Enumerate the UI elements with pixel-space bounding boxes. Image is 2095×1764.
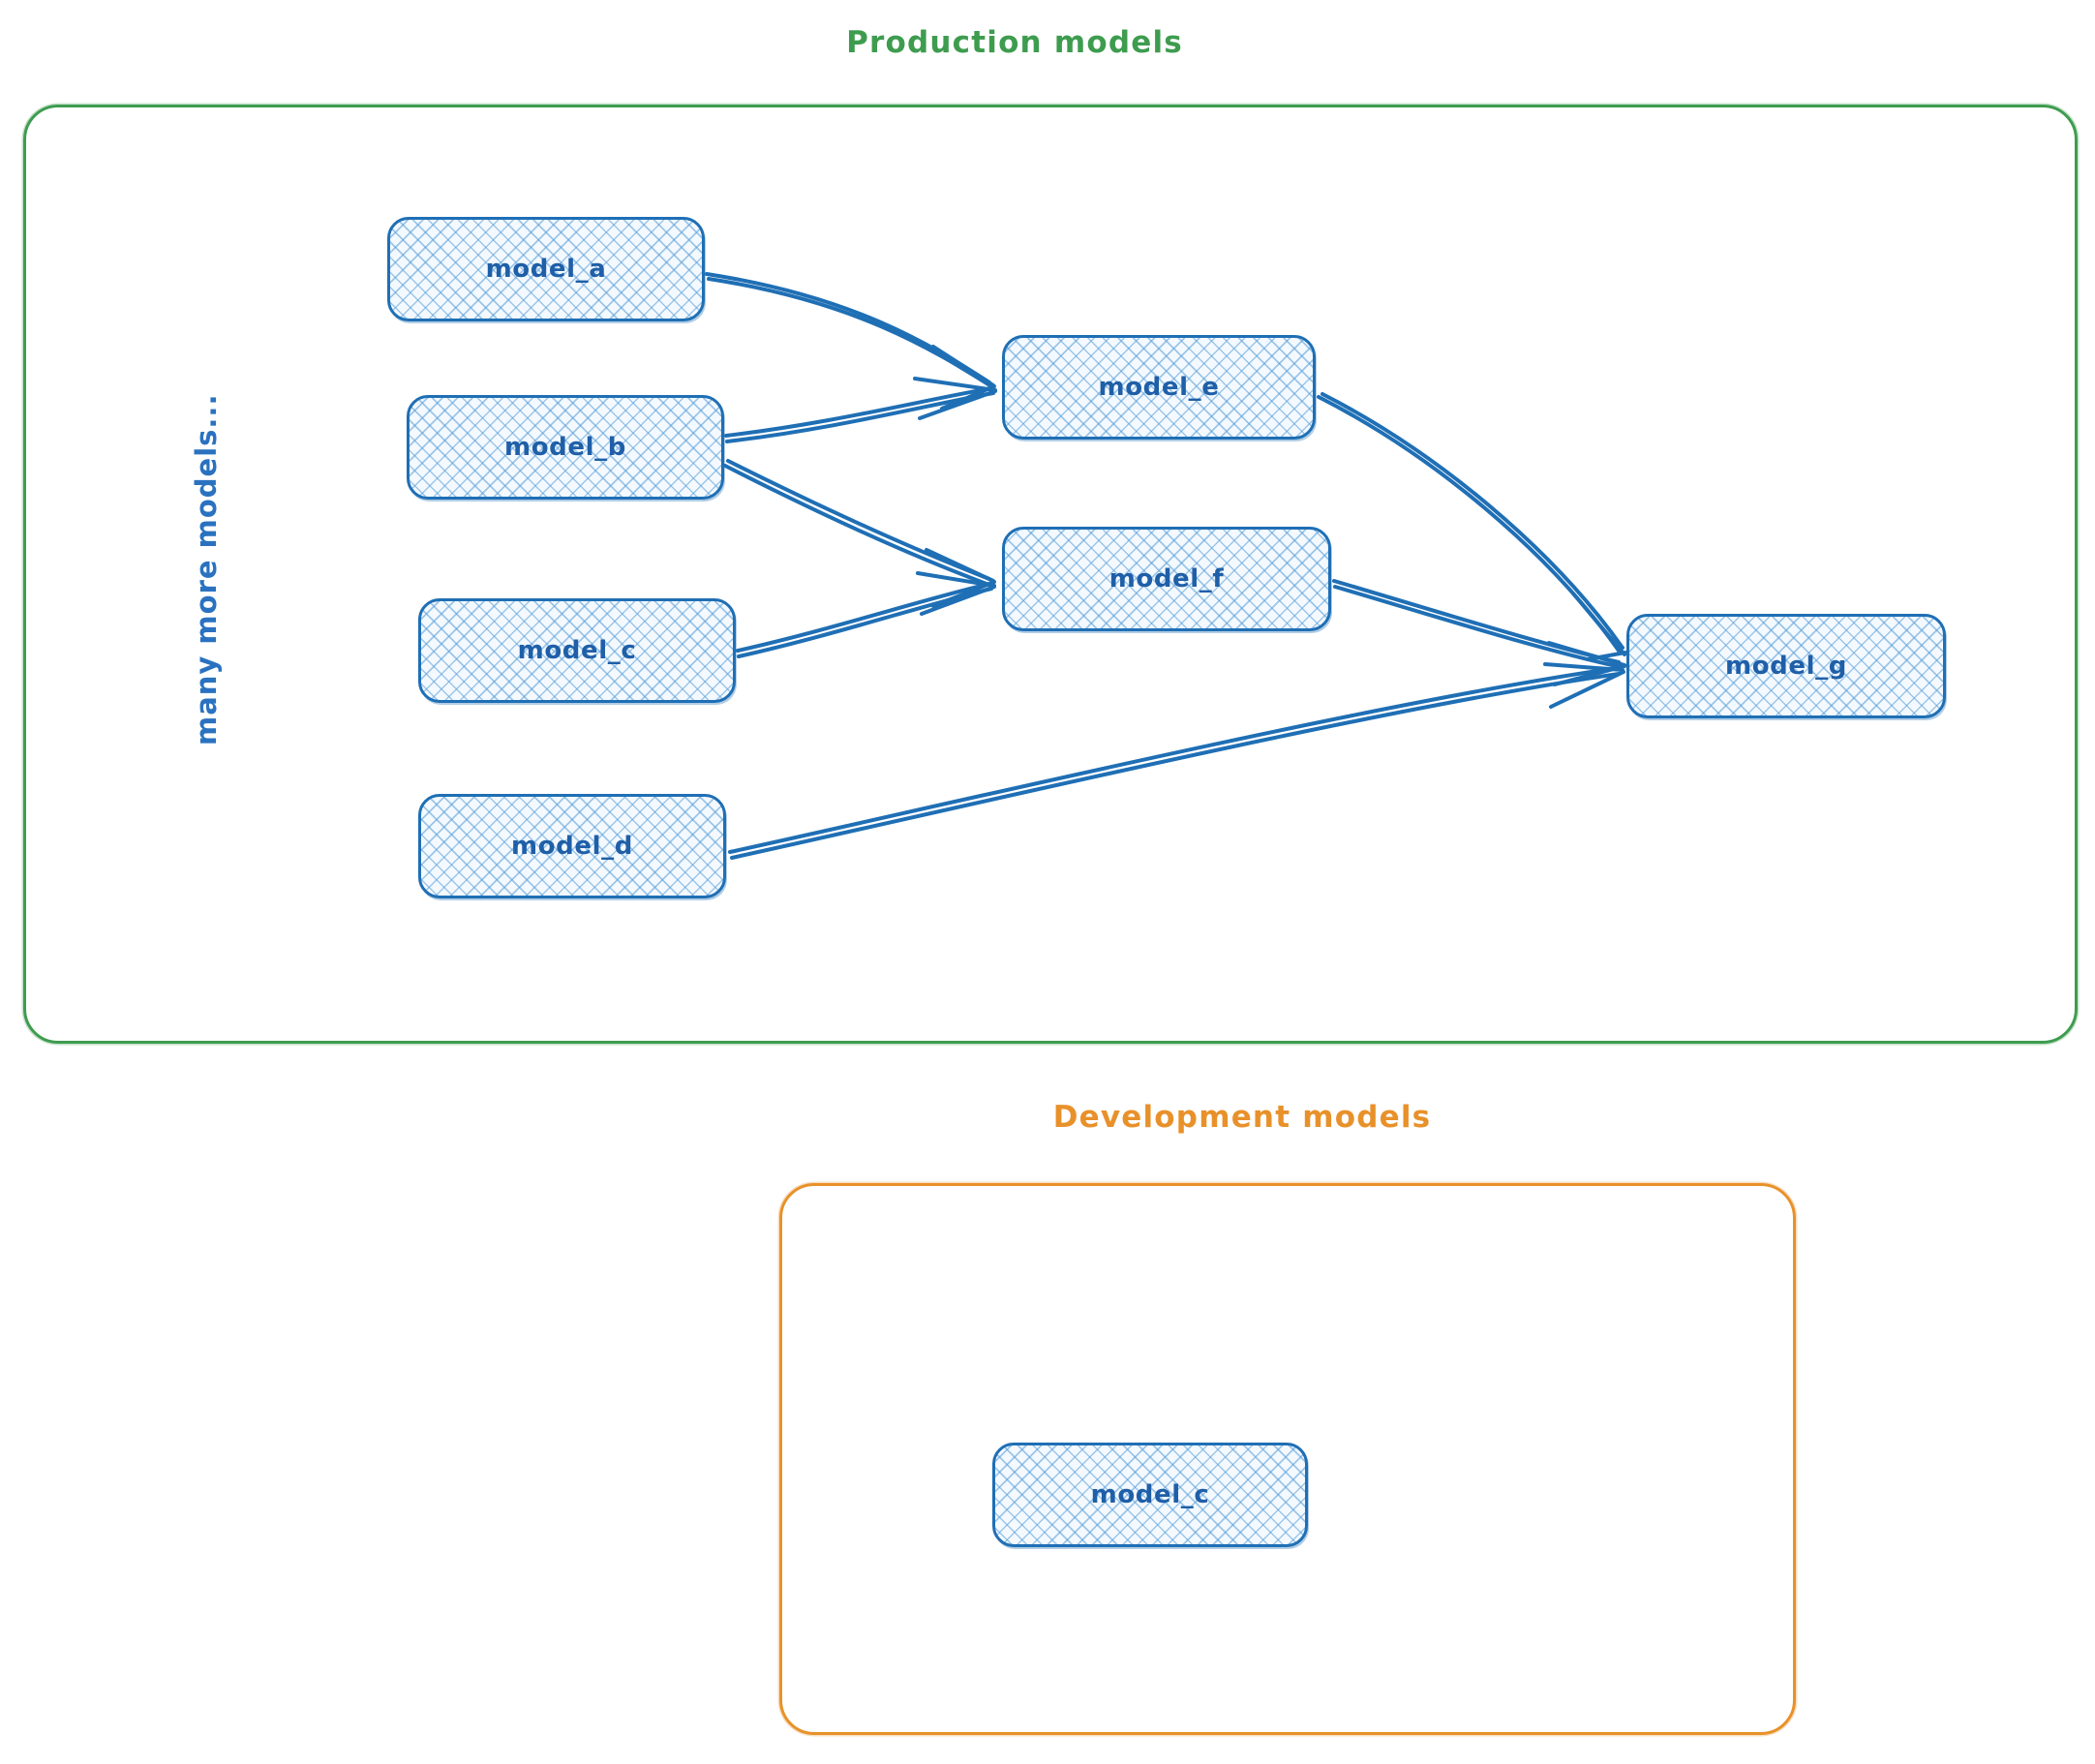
production-group-box [23, 105, 2078, 1044]
node-model-g-label: model_g [1725, 652, 1847, 681]
node-model-g[interactable]: model_g [1626, 614, 1946, 718]
node-model-d[interactable]: model_d [418, 794, 726, 898]
node-model-c-development[interactable]: model_c [992, 1443, 1308, 1547]
node-model-e[interactable]: model_e [1002, 335, 1316, 440]
production-group-title: Production models [846, 25, 1183, 60]
node-model-b-label: model_b [504, 433, 626, 462]
development-group-box [779, 1183, 1796, 1735]
node-model-c-production-label: model_c [517, 636, 637, 665]
node-model-f-label: model_f [1108, 564, 1225, 593]
node-model-e-label: model_e [1098, 373, 1220, 402]
node-model-a-label: model_a [485, 255, 607, 284]
node-model-c-production[interactable]: model_c [418, 598, 736, 703]
node-model-f[interactable]: model_f [1002, 527, 1331, 631]
node-model-c-development-label: model_c [1090, 1480, 1210, 1509]
many-more-models-note: many more models... [190, 393, 223, 745]
node-model-d-label: model_d [511, 832, 633, 861]
node-model-a[interactable]: model_a [387, 217, 705, 321]
development-group-title: Development models [1052, 1100, 1432, 1135]
node-model-b[interactable]: model_b [407, 395, 724, 500]
